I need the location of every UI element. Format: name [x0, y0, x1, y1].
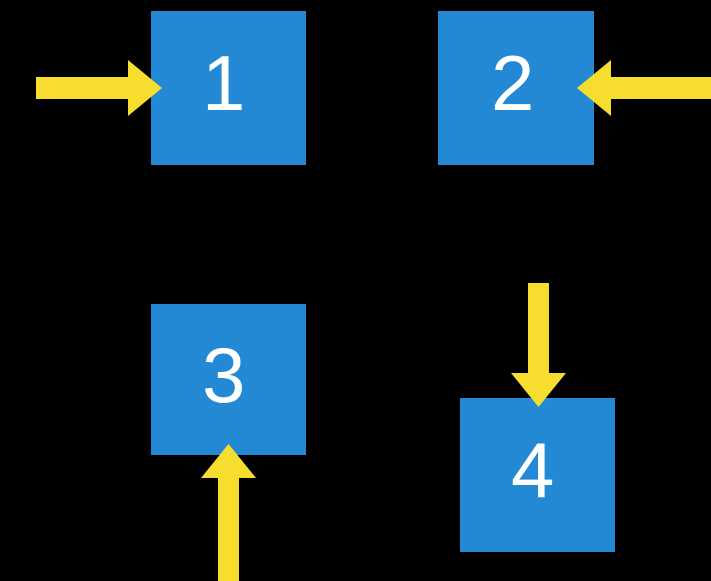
- arrow-down-icon: [511, 283, 566, 407]
- node-label-3: 3: [202, 331, 246, 419]
- arrow-left-icon: [577, 60, 711, 116]
- node-box-1[interactable]: [151, 11, 306, 165]
- node-box-4[interactable]: [460, 398, 615, 552]
- node-label-4: 4: [511, 426, 555, 514]
- node-label-2: 2: [491, 39, 535, 127]
- arrow-up-icon: [201, 444, 256, 581]
- node-box-2[interactable]: [438, 11, 594, 165]
- node-label-1: 1: [202, 39, 246, 127]
- arrow-right-icon: [36, 60, 162, 116]
- node-box-3[interactable]: [151, 304, 306, 455]
